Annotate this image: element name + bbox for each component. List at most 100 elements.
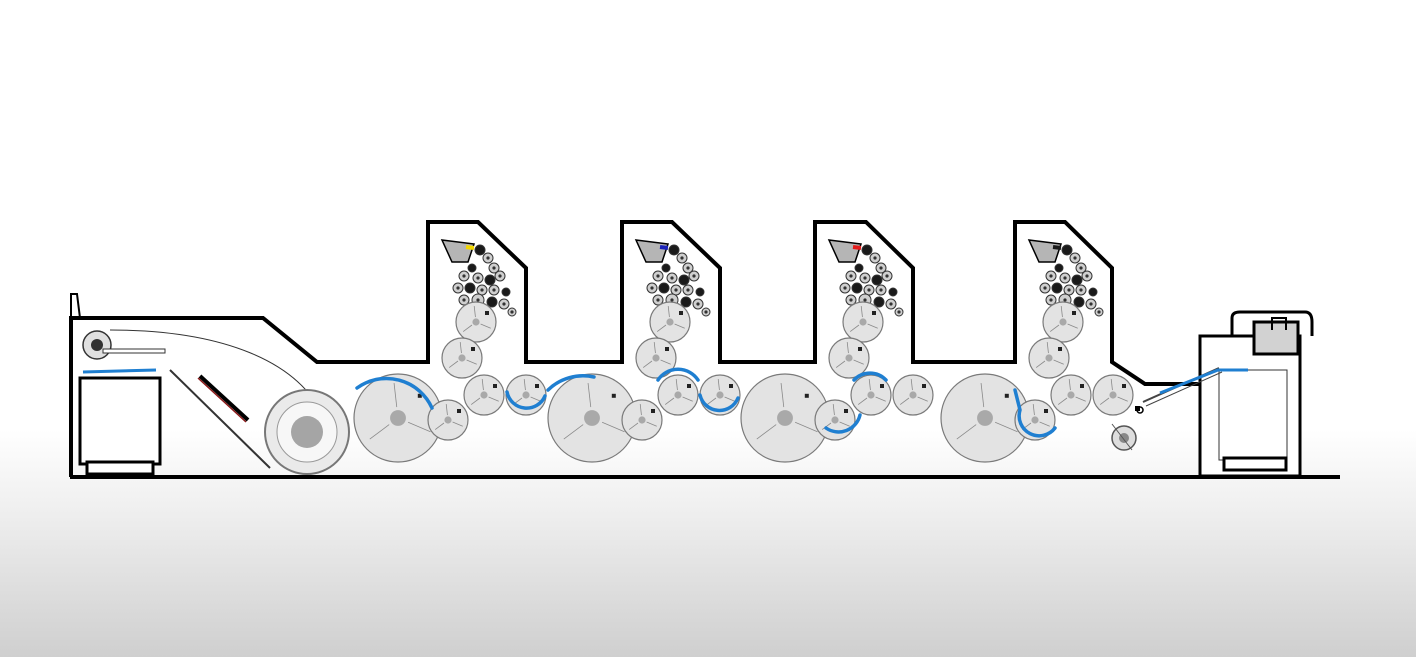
delivery-transfer-cylinder-hub [444,416,452,424]
ink-fountain [827,239,863,263]
plate-cylinder-gripper [872,311,876,315]
blanket-cylinder-spoke [642,360,653,368]
ink-color-mark [465,245,475,250]
transfer-cylinder-2-spoke [1099,397,1110,405]
ink-roller-hub [1089,302,1093,306]
feeder-pile-box [78,376,162,466]
feed-table-rail [198,374,250,422]
delivery-roller-hub [1119,433,1129,443]
impression-cylinder-spoke [407,421,431,433]
impression-cylinder-spoke [393,382,398,408]
ink-roller-hub [462,274,466,278]
blanket-cylinder-spoke [448,360,459,368]
blanket-cylinder-hub [652,354,660,362]
printing-unit-2 [547,239,741,463]
ink-roller-hub [502,302,506,306]
transfer-cylinder-2-gripper [922,384,926,388]
impression-cylinder-gripper [611,393,616,398]
delivery-gripper [1135,406,1144,414]
ink-color-mark [659,245,669,250]
ink-roller-hub [885,274,889,278]
blanket-cylinder-gripper [1058,347,1062,351]
ink-roller-hub [510,310,514,314]
transfer-cylinder-2-spoke [910,379,913,391]
transfer-cylinder-2-hub [1109,391,1117,399]
impression-cylinder-hub [584,410,600,426]
ink-roller [464,282,476,294]
delivery-transfer-cylinder-hub [1031,416,1039,424]
ink-roller [484,274,496,286]
feeder-sheet-blue [82,368,157,374]
ink-roller [1088,287,1098,297]
transfer-cylinder-spoke [470,397,481,405]
ink-roller-hub [897,310,901,314]
delivery-transfer-cylinder-spoke [832,404,835,416]
plate-cylinder-spoke [1049,324,1060,332]
plate-cylinder-spoke [849,324,860,332]
impression-cylinder-spoke [956,424,977,440]
plate-cylinder-hub [1059,318,1067,326]
ink-roller-hub [704,310,708,314]
blanket-cylinder-spoke [466,359,477,365]
blanket-cylinder-hub [1045,354,1053,362]
ink-roller-hub [656,298,660,302]
feed-table-rail-red [197,377,247,423]
transfer-cylinder-hub [480,391,488,399]
transfer-cylinder-2-spoke [530,396,541,402]
transfer-cylinder-2-spoke [523,379,526,391]
ink-roller-hub [1049,274,1053,278]
ink-roller-hub [492,288,496,292]
blanket-cylinder-spoke [660,359,671,365]
ink-roller [680,296,692,308]
blanket-cylinder-spoke [846,342,849,354]
blanket-cylinder-gripper [665,347,669,351]
blanket-cylinder-spoke [835,360,846,368]
ink-roller-hub [686,288,690,292]
delivery-transfer-cylinder-spoke [445,404,448,416]
ink-fountain [1027,239,1063,263]
ink-roller [486,296,498,308]
ink-roller [658,282,670,294]
sheet-path-arc-4 [656,367,700,382]
plate-cylinder-hub [666,318,674,326]
blanket-cylinder-gripper [471,347,475,351]
transfer-cylinder-spoke [481,379,484,391]
delivery-roller-arm [1111,423,1133,451]
ink-roller-hub [1049,298,1053,302]
ink-roller-hub [867,288,871,292]
transfer-cylinder-2-hub [522,391,530,399]
ink-roller-hub [486,256,490,260]
ink-roller-hub [1063,276,1067,280]
printing-unit-4 [940,239,1134,463]
feed-drum [264,389,350,475]
ink-roller-hub [1097,310,1101,314]
feed-table [169,369,271,469]
sheet-path-arc-1 [355,376,434,410]
transfer-cylinder-2-gripper [1122,384,1126,388]
ink-roller-hub [670,298,674,302]
ink-roller-hub [492,266,496,270]
blanket-cylinder-spoke [853,359,864,365]
delivery-transfer-cylinder-gripper [457,409,461,413]
ink-fountain [440,239,476,263]
impression-cylinder-spoke [563,424,584,440]
ink-roller-hub [863,298,867,302]
transfer-cylinder-2-hub [909,391,917,399]
impression-cylinder-hub [390,410,406,426]
ink-roller [861,244,873,256]
impression-cylinder-hub [777,410,793,426]
ink-roller [1051,282,1063,294]
impression-cylinder-gripper [804,393,809,398]
plate-cylinder-hub [859,318,867,326]
transfer-cylinder-gripper [880,384,884,388]
delivery-transfer-cylinder-spoke [628,422,639,430]
transfer-cylinder-2-spoke [706,397,717,405]
feeder-roll-hub [91,339,103,351]
blanket-cylinder-spoke [1053,359,1064,365]
feeder-pile-tab [70,293,81,319]
ink-roller-hub [849,274,853,278]
ink-roller-hub [686,266,690,270]
transfer-cylinder-spoke [664,397,675,405]
ink-roller [467,263,477,273]
blanket-cylinder-hub [845,354,853,362]
